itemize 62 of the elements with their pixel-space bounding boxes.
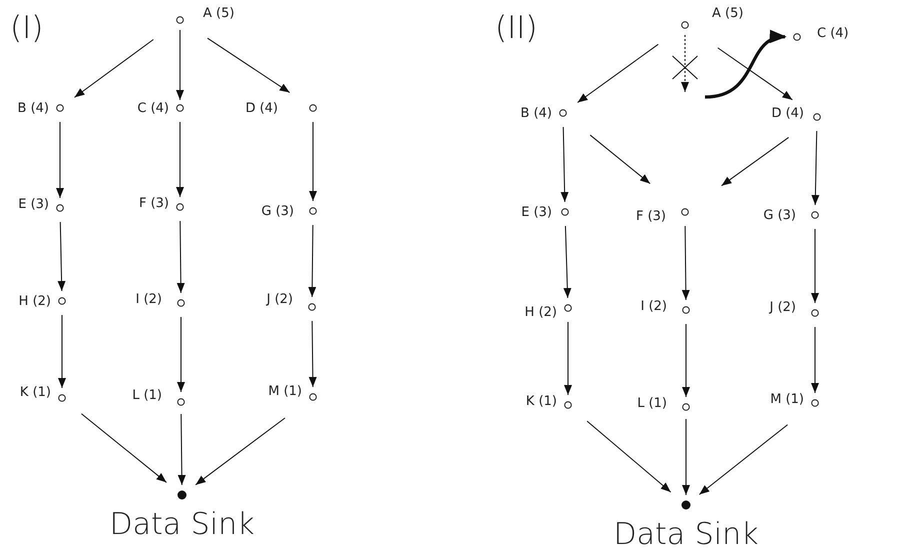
- vertex-label: D (4): [245, 100, 278, 116]
- arrow: [56, 122, 64, 198]
- arrow: [698, 424, 788, 495]
- panel-label: (II): [495, 10, 538, 46]
- arrow: [207, 38, 290, 94]
- arrow: [717, 47, 793, 100]
- arrow: [811, 228, 819, 304]
- vertex-label: K (1): [20, 384, 51, 400]
- arrow: [590, 134, 651, 184]
- vertex-label: E (3): [521, 204, 552, 220]
- arrow: [563, 226, 572, 298]
- arrow: [308, 224, 316, 298]
- arrow: [74, 39, 154, 98]
- vertex-label: I (2): [136, 292, 162, 306]
- vertex-label: G (3): [261, 204, 294, 218]
- arrow: [195, 417, 286, 486]
- arrow: [586, 420, 672, 493]
- vertex-label: K (1): [526, 394, 557, 408]
- arrow: [704, 32, 787, 99]
- vertex-label: I (2): [640, 298, 667, 314]
- vertex-label: E (3): [18, 196, 49, 212]
- vertex-label: J (2): [266, 292, 293, 306]
- panel-label: (I): [10, 10, 44, 46]
- vertex-label: H (2): [524, 304, 557, 320]
- vertex-label: G (3): [763, 208, 796, 222]
- vertex-label: C (4): [817, 26, 849, 40]
- vertex-label: L (1): [637, 396, 667, 410]
- crossed-out-arrow: [672, 34, 698, 92]
- arrow: [682, 324, 690, 398]
- arrow: [308, 320, 317, 388]
- vertex-label: B (4): [18, 100, 49, 116]
- arrow: [811, 326, 819, 394]
- vertex-label: A (5): [712, 6, 744, 20]
- vertex-label: H (2): [18, 294, 51, 308]
- arrow: [58, 222, 66, 292]
- vertex-label: C (4): [137, 100, 169, 116]
- arrow: [176, 30, 184, 100]
- vertex-label: F (3): [636, 208, 666, 224]
- vertex-label: J (2): [770, 300, 796, 314]
- arrow: [176, 122, 184, 198]
- arrow: [80, 413, 167, 483]
- arrow: [178, 414, 186, 486]
- arrow: [682, 418, 690, 496]
- arrow: [811, 130, 820, 206]
- vertex-label: B (4): [520, 106, 552, 120]
- vertex-label: M (1): [770, 392, 804, 406]
- arrow: [721, 136, 790, 186]
- vertex-label: M (1): [268, 384, 302, 398]
- vertex-label: A (5): [203, 6, 234, 20]
- arrow: [309, 122, 317, 202]
- sink-label: Data Sink: [110, 508, 254, 542]
- arrow: [682, 226, 690, 300]
- arrow: [577, 44, 659, 103]
- arrow: [58, 314, 66, 388]
- arrow: [177, 316, 185, 392]
- arrow: [176, 220, 185, 294]
- arrow: [560, 126, 569, 202]
- vertex-label: F (3): [138, 196, 169, 210]
- arrow: [564, 322, 572, 396]
- sink-label: Data Sink: [614, 518, 758, 550]
- vertex-label: D (4): [771, 106, 804, 120]
- vertex-label: L (1): [132, 388, 162, 402]
